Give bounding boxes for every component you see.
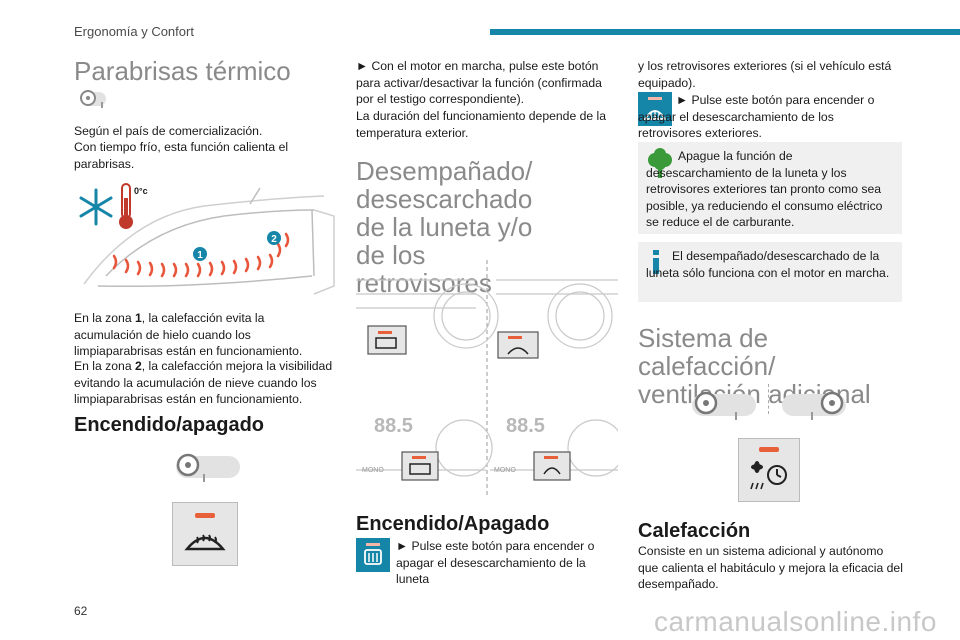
subtitle-encendido-apagado: Encendido/apagado: [74, 414, 265, 436]
eco-note-text: Apague la función de desescarchamiento d…: [646, 149, 883, 229]
additional-heating-button[interactable]: [738, 438, 800, 502]
intro-country: Según el país de comercialización.: [74, 124, 263, 138]
zone-2-marker: 2: [271, 234, 277, 245]
windshield-heating-button[interactable]: [172, 502, 238, 566]
page-number: 62: [74, 604, 88, 618]
subtitle-calefaccion: Calefacción: [638, 520, 751, 542]
section-title-desempanado: Desempañado/ desescarchado de la luneta …: [356, 156, 533, 298]
temp-label: 0°c: [134, 186, 148, 196]
display-value-right: 88.5: [506, 415, 545, 437]
steering-wheel-icon: [170, 452, 242, 486]
steering-wheel-icon: [74, 88, 108, 112]
steering-wheel-lhd-icon: [690, 390, 762, 424]
info-icon: [650, 250, 662, 274]
eco-note-box: [638, 142, 902, 234]
watermark-text: carmanualsonline.info: [654, 606, 937, 637]
section-title-sistema-calefaccion: Sistema de calefacción/ ventilación adic…: [638, 323, 871, 409]
mono-label-right: MONO: [494, 467, 516, 474]
mirror-defrost-instruction: ► Pulse este botón para encender o apaga…: [638, 93, 875, 140]
zone-1-marker: 1: [197, 250, 203, 261]
divider-line: [768, 384, 769, 414]
display-value-left: 88.5: [374, 415, 413, 437]
activation-instruction: ► Con el motor en marcha, pulse este bot…: [356, 59, 602, 106]
mirror-continuation: y los retrovisores exteriores (si el veh…: [638, 59, 892, 90]
section-title-parabrisas: Parabrisas térmico: [74, 56, 291, 86]
rear-defrost-instruction: ► Pulse este botón para encender o apaga…: [396, 539, 595, 586]
zone-2-description: En la zona 2, la calefacción mejora la v…: [74, 359, 333, 406]
subtitle-encendido-apagado-2: Encendido/Apagado: [356, 513, 550, 535]
led-indicator: [195, 513, 215, 518]
calefaccion-description: Consiste en un sistema adicional y autón…: [638, 544, 903, 591]
zone-1-description: En la zona 1, la calefacción evita la ac…: [74, 311, 303, 358]
led-indicator: [759, 447, 779, 452]
mirror-defrost-button-icon: [638, 92, 672, 126]
steering-wheel-rhd-icon: [778, 390, 850, 424]
info-note-text: El desempañado/desescarchado de la lunet…: [646, 249, 890, 280]
intro-description: Con tiempo frío, esta función calienta e…: [74, 140, 289, 171]
eco-tree-icon: [646, 148, 674, 180]
rear-defrost-panel-illustration: 88.5 88.5 MONO MONO: [356, 260, 625, 498]
info-note-box: [638, 242, 902, 302]
duration-note: La duración del funcionamiento depende d…: [356, 109, 607, 140]
heated-windshield-illustration: 0°c 1 2: [74, 176, 336, 304]
header-accent-bar: [490, 29, 960, 35]
section-header: Ergonomía y Confort: [74, 24, 194, 39]
rear-defrost-button-icon: [356, 538, 390, 572]
mono-label-left: MONO: [362, 467, 384, 474]
